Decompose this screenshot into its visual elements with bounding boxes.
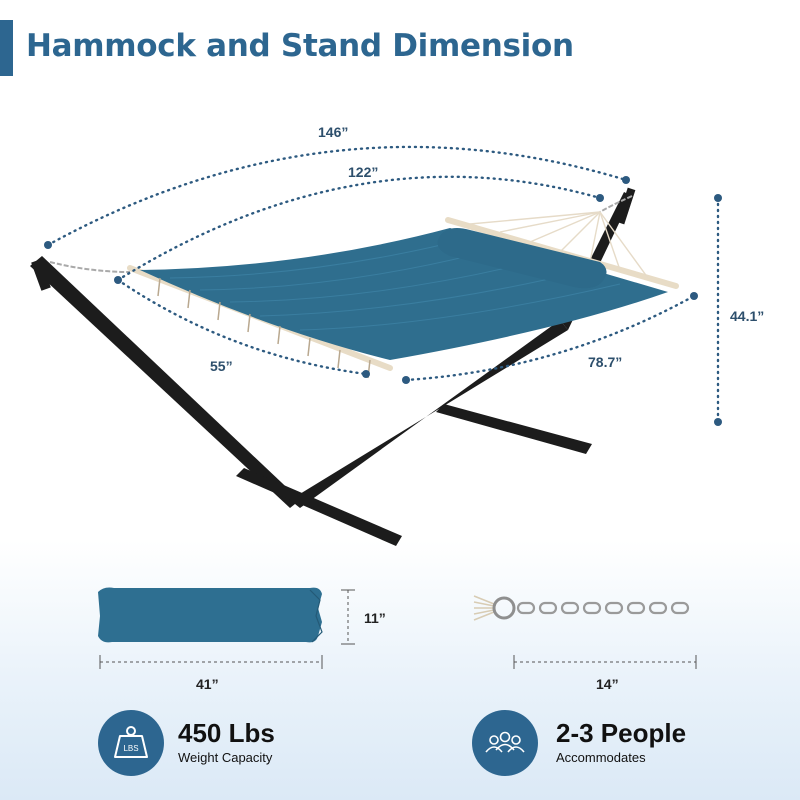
dimension-lines bbox=[46, 145, 720, 424]
chain-length-label: 14” bbox=[596, 676, 619, 692]
chain-dimension-line bbox=[513, 655, 697, 669]
pillow-height-label: 11” bbox=[364, 610, 386, 626]
weight-capacity-label: Weight Capacity bbox=[178, 750, 273, 765]
height-label: 44.1” bbox=[730, 308, 765, 324]
quilting-lines bbox=[169, 237, 621, 331]
stand-chain-left bbox=[49, 261, 131, 273]
bed-length-label: 122” bbox=[348, 164, 379, 180]
accommodates-value: 2-3 People bbox=[556, 718, 687, 748]
rope-fan-right bbox=[469, 211, 649, 279]
bed-width-label: 78.7” bbox=[588, 354, 623, 370]
stand-chain-right bbox=[599, 195, 633, 213]
weight-icon: LBS bbox=[114, 726, 148, 758]
pillow-detail bbox=[98, 587, 323, 643]
page-title: Hammock and Stand Dimension bbox=[26, 28, 574, 64]
weight-capacity-value: 450 Lbs bbox=[178, 718, 275, 748]
width-label: 55” bbox=[210, 358, 233, 374]
hammock-pillow bbox=[437, 228, 607, 289]
pillow-dimension-lines bbox=[100, 590, 349, 663]
hammock-bed bbox=[140, 228, 668, 360]
title-accent-bar bbox=[0, 20, 13, 76]
people-icon bbox=[485, 731, 525, 753]
accommodates-label: Accommodates bbox=[556, 750, 646, 765]
overall-length-label: 146” bbox=[318, 124, 349, 140]
chain-detail bbox=[473, 595, 690, 621]
accommodates-badge bbox=[472, 710, 538, 776]
hammock-stand bbox=[30, 187, 636, 546]
weight-icon-text: LBS bbox=[123, 744, 138, 753]
pillow-length-label: 41” bbox=[196, 676, 219, 692]
dimension-endpoints bbox=[44, 176, 722, 426]
weight-capacity-badge: LBS bbox=[98, 710, 164, 776]
